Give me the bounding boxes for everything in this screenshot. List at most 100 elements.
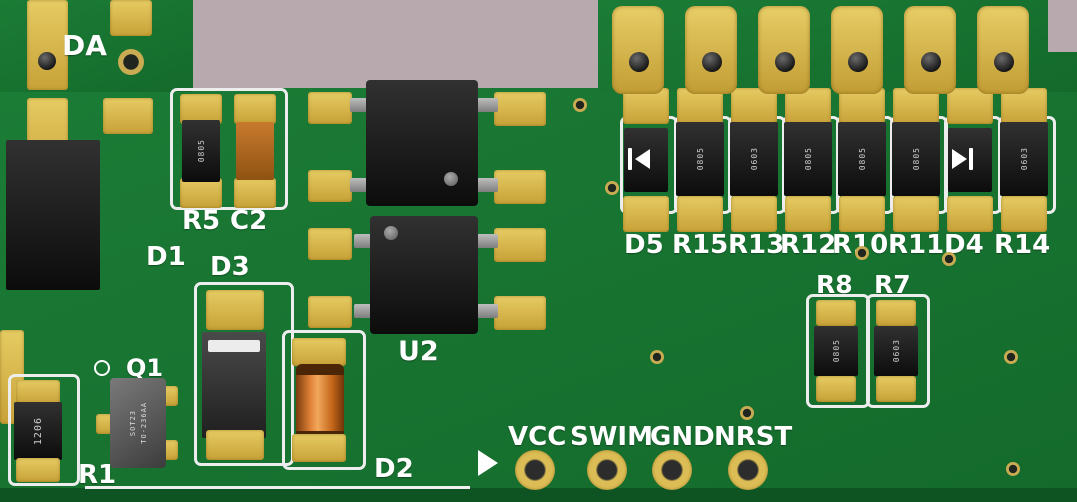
component-r8-body[interactable]: 0805: [814, 326, 858, 376]
pin-pad-nrst: [728, 450, 768, 490]
pad: [1001, 88, 1047, 124]
via: [942, 252, 956, 266]
silkscreen-outline-r1: [8, 374, 80, 486]
pad: [103, 98, 153, 134]
pad: [785, 88, 831, 124]
component-d2-body[interactable]: [296, 364, 344, 442]
pad: [162, 440, 178, 460]
pad: [816, 376, 856, 402]
pad: [162, 386, 178, 406]
component-r10-body[interactable]: 0805: [838, 122, 886, 196]
pad: [234, 94, 276, 124]
component-c2-body[interactable]: [236, 122, 274, 180]
d5-diode-triangle: [635, 149, 650, 169]
component-u2-package-upper[interactable]: [366, 80, 478, 206]
pad: [494, 228, 546, 262]
connector-hole: [702, 52, 722, 72]
component-d1-body[interactable]: [6, 140, 100, 290]
pad: [947, 196, 993, 232]
component-r15-body[interactable]: 0805: [676, 122, 724, 196]
pin-pad-vcc: [515, 450, 555, 490]
marking-r12: 0805: [803, 147, 813, 171]
component-r14-body[interactable]: 0603: [1000, 122, 1048, 196]
pad: [816, 300, 856, 326]
connector-hole: [775, 52, 795, 72]
silkscreen-label-vcc: VCC: [508, 422, 567, 452]
pad: [785, 196, 831, 232]
silkscreen-circle-q1: [94, 360, 110, 376]
marking-r5: 0805: [196, 139, 206, 163]
silkscreen-label-r5: R5: [182, 206, 221, 236]
connector-pad: [831, 6, 883, 94]
u2-lead: [350, 98, 370, 112]
component-r5-body[interactable]: 0805: [182, 120, 220, 182]
silkscreen-label-r11: R11: [888, 230, 945, 260]
component-q1-body[interactable]: SOT23 TO-236AA: [110, 378, 166, 468]
via: [1004, 350, 1018, 364]
d2-band-top: [296, 364, 344, 375]
u2-pin1-dot-lower: [384, 226, 398, 240]
pad: [947, 88, 993, 124]
pad: [623, 88, 669, 124]
pad: [16, 380, 60, 404]
pad: [839, 88, 885, 124]
marking-r13: 0603: [749, 147, 759, 171]
u2-lead: [476, 234, 498, 248]
via: [650, 350, 664, 364]
component-r13-body[interactable]: 0603: [730, 122, 778, 196]
d4-diode-bar: [969, 148, 973, 170]
silkscreen-outline-r7: [866, 294, 930, 408]
marking-r11: 0805: [911, 147, 921, 171]
marking-r7: 0603: [891, 339, 901, 363]
silkscreen-label-r14: R14: [994, 230, 1051, 260]
pad: [308, 170, 352, 202]
pad: [292, 338, 346, 366]
component-r11-body[interactable]: 0805: [892, 122, 940, 196]
u2-pin1-dot-upper: [444, 172, 458, 186]
d4-diode-triangle: [952, 149, 967, 169]
pad: [110, 0, 152, 36]
pad: [1001, 196, 1047, 232]
u2-lead: [476, 304, 498, 318]
silkscreen-outline-d2: [282, 330, 366, 470]
d3-cathode-stripe: [208, 340, 260, 352]
pad: [292, 434, 346, 462]
silkscreen-label-u2: U2: [398, 336, 439, 367]
connector-hole: [629, 52, 649, 72]
pad: [308, 92, 352, 124]
pad: [623, 196, 669, 232]
pin-pad-swim: [587, 450, 627, 490]
u2-lead: [350, 178, 370, 192]
via: [740, 406, 754, 420]
component-r1-body[interactable]: 1206: [14, 402, 62, 460]
pad: [96, 414, 112, 434]
pad: [893, 88, 939, 124]
board-corner-cut: [1048, 0, 1077, 52]
connector-hole: [848, 52, 868, 72]
silkscreen-label-swim: SWIM: [570, 422, 653, 452]
via: [1006, 462, 1020, 476]
silkscreen-label-da: DA: [62, 29, 107, 62]
silkscreen-label-gnd: GND: [650, 422, 715, 452]
pad: [876, 376, 916, 402]
silkscreen-label-r13: R13: [728, 230, 785, 260]
silkscreen-label-d3: D3: [210, 252, 250, 282]
marking-q1-jedec: TO-236AA: [139, 402, 148, 444]
u2-lead: [476, 178, 498, 192]
component-r7-body[interactable]: 0603: [874, 326, 918, 376]
connector-hole: [921, 52, 941, 72]
pad: [893, 196, 939, 232]
board-edge-highlight: [85, 486, 470, 489]
pad: [16, 458, 60, 482]
board-bottom-edge: [0, 488, 1077, 502]
via: [855, 246, 869, 260]
pin-pad-gnd: [652, 450, 692, 490]
component-r12-body[interactable]: 0805: [784, 122, 832, 196]
via: [605, 181, 619, 195]
pad: [876, 300, 916, 326]
silkscreen-label-r12: R12: [780, 230, 837, 260]
silkscreen-label-c2: C2: [230, 206, 268, 236]
silkscreen-label-nrst: NRST: [714, 422, 793, 452]
u2-lead: [354, 304, 374, 318]
